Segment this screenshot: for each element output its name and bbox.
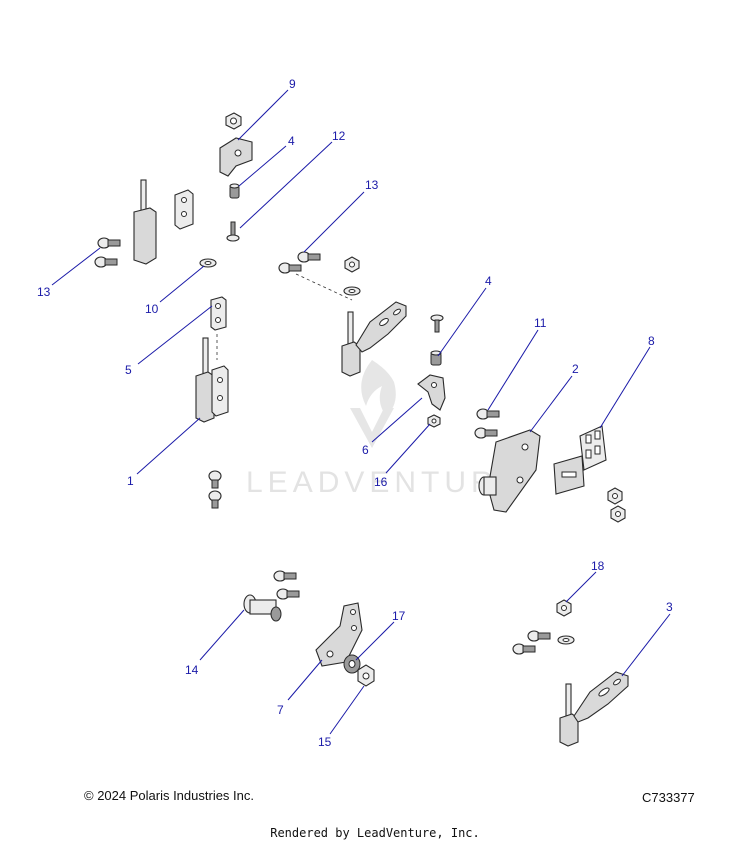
callout-6: 6 bbox=[362, 443, 369, 457]
callout-3: 3 bbox=[666, 600, 673, 614]
callout-17: 17 bbox=[392, 609, 406, 623]
part-11-bolts bbox=[474, 408, 500, 439]
callout-15: 15 bbox=[318, 735, 332, 749]
part-9-bracket bbox=[219, 137, 253, 177]
callout-13-left: 13 bbox=[37, 285, 51, 299]
part-13-bolts-middle bbox=[278, 251, 321, 274]
callout-9: 9 bbox=[289, 77, 296, 91]
callout-4-middle: 4 bbox=[485, 274, 492, 288]
part-14-bolts-upper bbox=[273, 570, 300, 600]
callout-13-middle: 13 bbox=[365, 178, 379, 192]
part-3-washer bbox=[557, 635, 575, 645]
callout-12: 12 bbox=[332, 129, 346, 143]
copyright-text: © 2024 Polaris Industries Inc. bbox=[84, 788, 254, 803]
part-10-washer bbox=[199, 258, 217, 268]
callout-1: 1 bbox=[127, 474, 134, 488]
callout-7: 7 bbox=[277, 703, 284, 717]
rendered-by-text: Rendered by LeadVenture, Inc. bbox=[270, 826, 480, 840]
part-8-nuts bbox=[607, 487, 626, 523]
part-3-bolts bbox=[512, 630, 551, 655]
callouts: 9 4 12 13 13 10 5 1 4 11 2 8 6 16 14 17 bbox=[37, 77, 673, 749]
callout-11: 11 bbox=[534, 316, 547, 330]
middle-nut bbox=[344, 256, 360, 273]
callout-5: 5 bbox=[125, 363, 132, 377]
callout-2: 2 bbox=[572, 362, 579, 376]
part-7-bracket bbox=[315, 602, 363, 667]
part-15-nut bbox=[357, 664, 375, 687]
part-2-plate bbox=[478, 429, 541, 513]
watermark: LEADVENTURE bbox=[246, 360, 523, 499]
part-9-nut bbox=[225, 112, 242, 130]
part-18-nut bbox=[556, 599, 572, 617]
part-16-nut bbox=[427, 414, 441, 428]
middle-bracket-hinge bbox=[341, 301, 407, 377]
part-4-spacer-upper bbox=[229, 183, 240, 199]
callout-10: 10 bbox=[145, 302, 159, 316]
part-14-pivot-bolt bbox=[243, 594, 282, 622]
part-5-plate bbox=[210, 296, 227, 331]
part-4-screw-middle bbox=[430, 314, 444, 333]
callout-8: 8 bbox=[648, 334, 655, 348]
callout-18: 18 bbox=[591, 559, 605, 573]
watermark-logo bbox=[350, 360, 396, 448]
hinge-bolts-lower bbox=[208, 470, 222, 509]
callout-14: 14 bbox=[185, 663, 199, 677]
callout-16: 16 bbox=[374, 475, 388, 489]
part-6-bracket bbox=[417, 374, 446, 411]
callout-4-upper: 4 bbox=[288, 134, 295, 148]
part-3-bracket-hinge bbox=[559, 671, 629, 747]
part-12-screw bbox=[226, 221, 240, 242]
drawing-code: C733377 bbox=[642, 790, 695, 805]
part-8-bracket bbox=[553, 425, 607, 495]
middle-washer bbox=[343, 286, 361, 296]
part-1-hinge bbox=[195, 337, 229, 423]
part-13-bolts-left bbox=[94, 237, 121, 268]
watermark-text: LEADVENTURE bbox=[246, 466, 523, 499]
upper-hinge-assembly bbox=[133, 179, 194, 265]
